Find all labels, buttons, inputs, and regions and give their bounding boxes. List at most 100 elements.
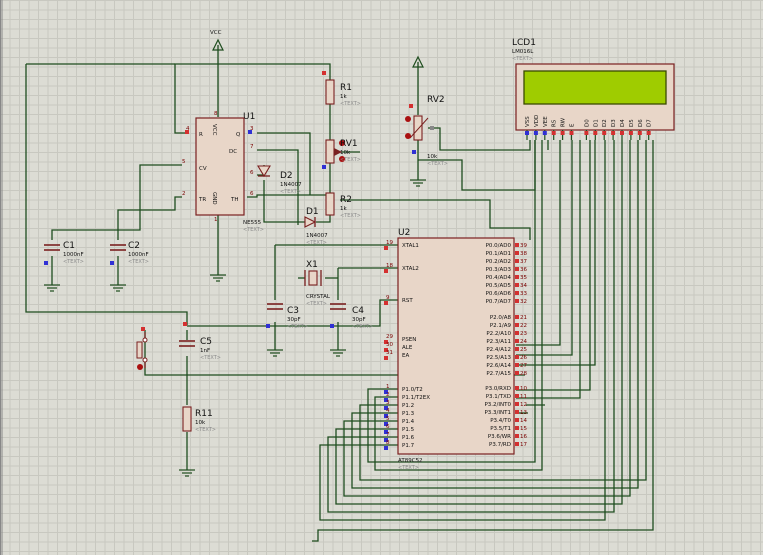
mcu-pin-state: [384, 301, 388, 305]
capacitor-c2[interactable]: C2 1000nF <TEXT>: [110, 241, 149, 265]
capacitor-c5[interactable]: C5 1nF <TEXT>: [179, 322, 221, 361]
svg-text:30pF: 30pF: [287, 317, 301, 323]
mcu-pin-name: P0.5/AD5: [486, 283, 512, 289]
u1-ref: U1: [243, 112, 255, 122]
svg-text:7: 7: [250, 144, 254, 150]
svg-text:1k: 1k: [340, 94, 347, 100]
reset-pushbutton[interactable]: [136, 327, 148, 370]
mcu-pin-name: P3.3/INT1: [484, 410, 511, 416]
mcu-pin-state: [515, 371, 519, 375]
lcd-pin-label: VSS: [525, 116, 531, 127]
mcu-pin-number: 28: [520, 371, 527, 377]
mcu-pin-number: 5: [386, 416, 390, 422]
lcd-pin-label: RS: [552, 119, 558, 127]
svg-text:10k: 10k: [340, 150, 351, 156]
svg-text:CV: CV: [199, 166, 207, 172]
mcu-pin-number: 37: [520, 259, 527, 265]
mcu-pin-number: 13: [520, 410, 527, 416]
mcu-pin-name: P2.7/A15: [486, 371, 511, 377]
lcd-pin-state: [611, 131, 616, 135]
mcu-pin-number: 25: [520, 347, 527, 353]
svg-text:LM016L: LM016L: [512, 49, 534, 55]
ne555-u1[interactable]: U1 R Q DC CV TR TH VCC GND NE555 <TEXT> …: [182, 111, 264, 233]
lcd-pin-label: D0: [584, 119, 590, 127]
capacitor-c1[interactable]: C1 1000nF <TEXT>: [44, 241, 84, 265]
mcu-pin-state: [515, 339, 519, 343]
vcc-label: VCC: [210, 30, 222, 36]
svg-text:D2: D2: [280, 171, 293, 181]
mcu-pin-name: P1.6: [402, 435, 415, 441]
mcu-pin-name: P1.4: [402, 419, 415, 425]
svg-text:1nF: 1nF: [200, 348, 210, 354]
svg-text:<TEXT>: <TEXT>: [195, 427, 216, 433]
potentiometer-rv2[interactable]: RV2 10k <TEXT>: [405, 95, 448, 167]
potentiometer-rv1[interactable]: RV1 10k <TEXT>: [322, 139, 361, 169]
mcu-pin-state: [515, 267, 519, 271]
diode-d2[interactable]: D2 1N4007 <TEXT>: [257, 165, 302, 195]
lcd-pin-label: E: [570, 123, 576, 127]
svg-text:C3: C3: [287, 306, 299, 316]
lcd-pin-label: D5: [629, 119, 635, 127]
mcu-pin-name: P0.1/AD1: [486, 251, 511, 257]
svg-text:NE555: NE555: [243, 220, 262, 226]
capacitor-c4[interactable]: C4 30pF <TEXT>: [330, 303, 373, 330]
svg-text:GND: GND: [211, 192, 217, 205]
ground-symbols: [44, 179, 426, 477]
svg-text:<TEXT>: <TEXT>: [200, 355, 221, 361]
diode-d1[interactable]: D1 1N4007 <TEXT>: [304, 207, 328, 246]
resistor-r2[interactable]: R2 1k <TEXT>: [325, 192, 361, 219]
svg-text:D1: D1: [306, 207, 319, 217]
mcu-pin-number: 19: [386, 240, 393, 246]
svg-text:<TEXT>: <TEXT>: [512, 56, 533, 62]
svg-text:C5: C5: [200, 337, 212, 347]
svg-text:4: 4: [186, 126, 190, 132]
crystal-x1[interactable]: X1 CRYSTAL <TEXT>: [304, 260, 331, 307]
svg-text:1N4007: 1N4007: [306, 233, 328, 239]
mcu-pin-name: P1.2: [402, 403, 414, 409]
svg-text:TR: TR: [198, 197, 206, 203]
svg-text:<TEXT>: <TEXT>: [340, 213, 361, 219]
mcu-pin-name: P2.0/A8: [490, 315, 512, 321]
resistor-r11[interactable]: R11 10k <TEXT>: [182, 406, 216, 433]
mcu-pin-state: [515, 251, 519, 255]
mcu-pin-number: 36: [520, 267, 527, 273]
mcu-pin-name: P1.7: [402, 443, 415, 449]
lcd-pin-state: [533, 131, 538, 135]
svg-text:6: 6: [250, 170, 254, 176]
lcd-pin-state: [602, 131, 607, 135]
mcu-pin-number: 18: [386, 263, 393, 269]
mcu-pin-number: 21: [520, 315, 527, 321]
svg-text:R1: R1: [340, 83, 352, 93]
svg-text:<TEXT>: <TEXT>: [398, 465, 419, 471]
lcd-pin-label: D4: [620, 119, 626, 127]
mcu-pin-state: [515, 347, 519, 351]
lcd-pin-state: [525, 131, 529, 135]
mcu-pin-name: P2.1/A9: [490, 323, 512, 329]
mcu-pin-state: [515, 323, 519, 327]
svg-text:X1: X1: [306, 260, 318, 270]
mcu-pin-number: 10: [520, 386, 527, 392]
mcu-at89c52[interactable]: U2 AT89C52 <TEXT> XTAL119XTAL218RST9PSEN…: [384, 228, 527, 471]
mcu-pin-number: 4: [386, 408, 390, 414]
svg-text:<TEXT>: <TEXT>: [306, 301, 327, 307]
power-symbols: [212, 38, 424, 68]
mcu-pin-name: P1.3: [402, 411, 415, 417]
mcu-pin-state: [515, 275, 519, 279]
mcu-pin-name: P0.6/AD6: [486, 291, 512, 297]
wires: [25, 45, 654, 542]
capacitor-c3[interactable]: C3 30pF <TEXT>: [266, 303, 308, 330]
svg-text:LCD1: LCD1: [512, 38, 536, 48]
svg-text:RV1: RV1: [340, 139, 358, 149]
mcu-pin-name: P3.5/T1: [490, 426, 511, 432]
mcu-pin-number: 1: [386, 384, 390, 390]
lcd-pin-state: [584, 131, 589, 135]
mcu-pin-state: [384, 246, 388, 250]
mcu-pin-number: 15: [520, 426, 527, 432]
mcu-pin-number: 14: [520, 418, 527, 424]
resistor-r1[interactable]: R1 1k <TEXT>: [322, 71, 361, 107]
mcu-pin-name: RST: [402, 298, 413, 304]
mcu-pin-state: [384, 422, 388, 426]
